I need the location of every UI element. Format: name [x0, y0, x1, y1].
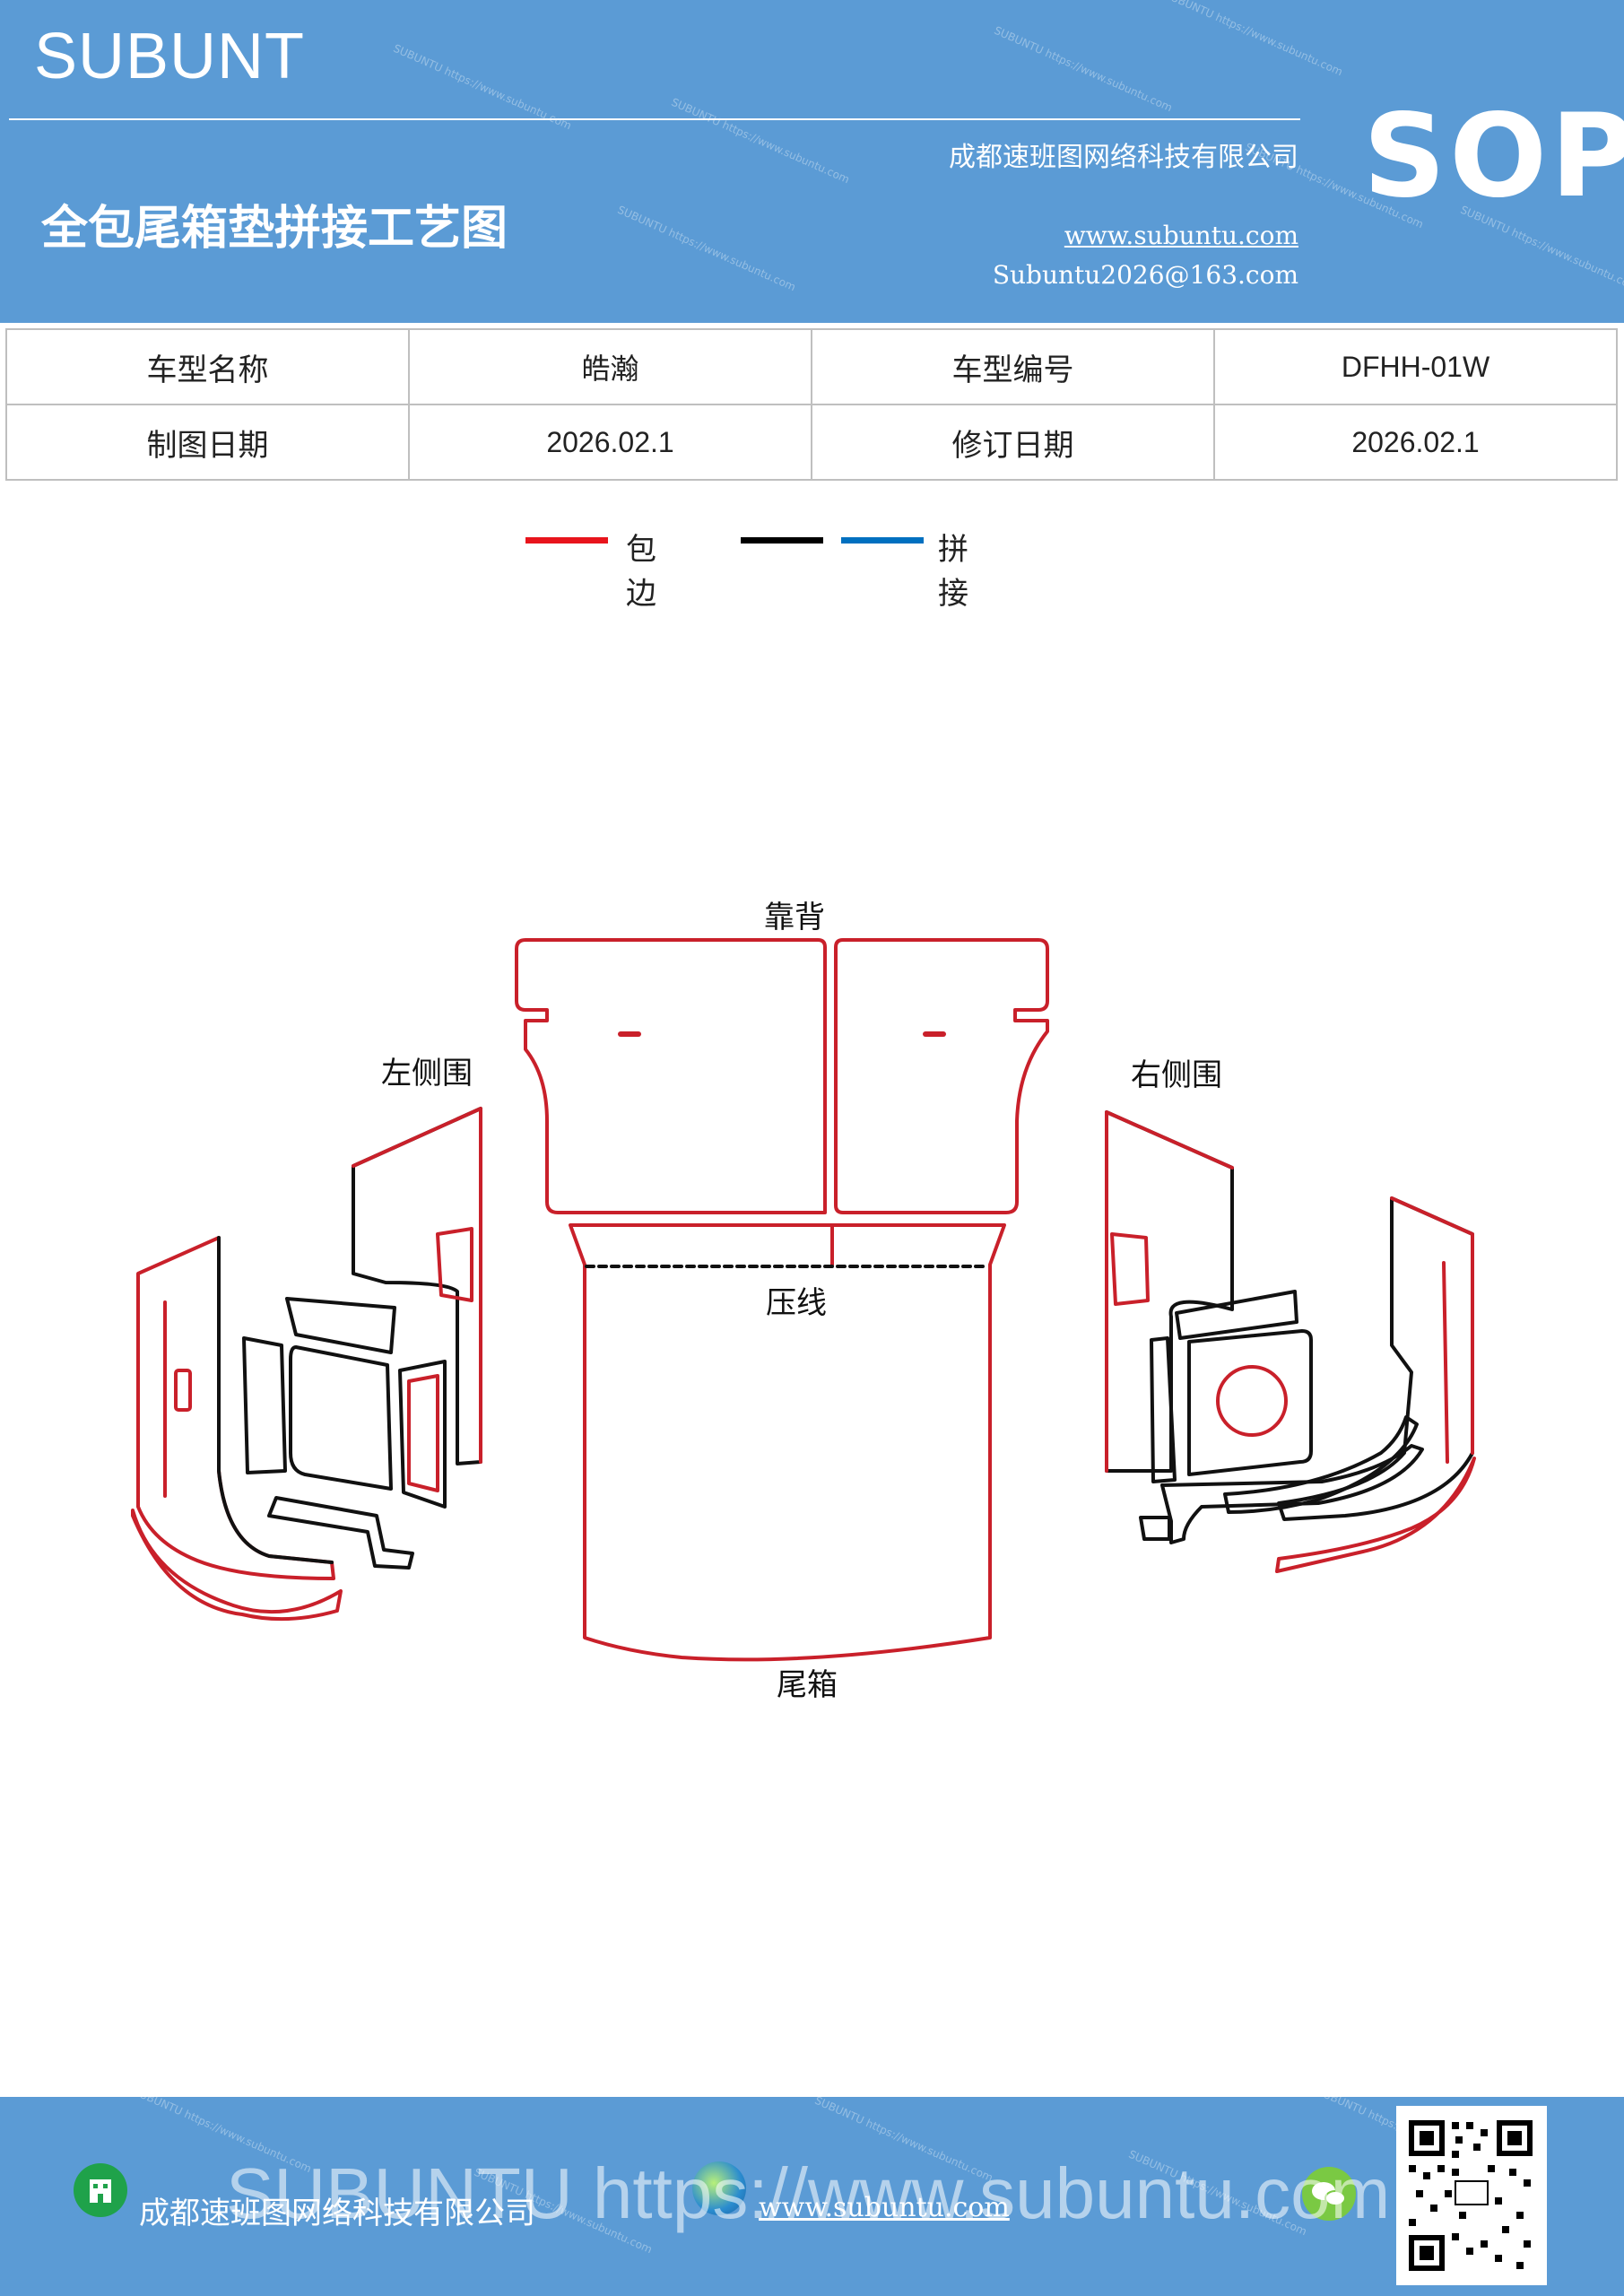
building-icon	[74, 2163, 127, 2217]
left-bottom-strip	[267, 1496, 414, 1570]
right-cushion-c	[1187, 1329, 1313, 1476]
legend-edge-swatch	[525, 537, 608, 544]
right-lower-strip	[1160, 1444, 1424, 1544]
document-title: 全包尾箱垫拼接工艺图	[41, 201, 508, 256]
left-cushion-c	[289, 1345, 393, 1491]
right-lower-foot	[1139, 1516, 1171, 1541]
email-address: Subuntu2026@163.com	[992, 260, 1298, 290]
table-row: 制图日期 2026.02.1 修订日期 2026.02.1	[5, 404, 1618, 481]
left-top-window	[436, 1227, 473, 1302]
right-top-panel-edge	[1105, 1110, 1234, 1473]
footer-company: 成都速班图网络科技有限公司	[139, 2196, 535, 2231]
footer-watermark: SUBUNTU https://www.subuntu.com	[226, 2153, 1391, 2233]
left-top-panel-edge	[352, 1107, 482, 1464]
website-link[interactable]: www.subuntu.com	[1064, 221, 1298, 250]
value-revision-date: 2026.02.1	[1213, 404, 1618, 481]
backrest-right-panel	[834, 938, 1049, 1214]
value-model-name: 皓瀚	[408, 328, 812, 405]
backrest-left-panel	[515, 938, 827, 1214]
qr-code[interactable]	[1396, 2106, 1547, 2285]
right-cushion-b	[1150, 1336, 1177, 1483]
header-banner: SUBUNTU https://www.subuntu.com SUBUNTU …	[0, 0, 1624, 323]
right-outer-strip	[1442, 1261, 1449, 1464]
label-drawing-date: 制图日期	[5, 404, 410, 481]
label-backrest: 靠背	[764, 900, 825, 935]
legend-edge-label: 包边	[626, 532, 656, 612]
left-cushion-a	[242, 1336, 287, 1474]
left-inner-window	[174, 1369, 192, 1412]
left-floor-arc	[131, 1509, 343, 1622]
right-top-window	[1110, 1232, 1150, 1306]
label-model-code: 车型编号	[811, 328, 1215, 405]
left-top-panel	[352, 1107, 482, 1465]
table-row: 车型名称 皓瀚 车型编号 DFHH-01W	[5, 328, 1618, 405]
trunk-floor-panel	[569, 1223, 1006, 1662]
brand-name: SUBUNT	[34, 21, 306, 92]
label-right-side: 右侧围	[1131, 1057, 1222, 1093]
right-arc-strip	[1223, 1415, 1419, 1514]
footer-website[interactable]: www.subuntu.com	[759, 2192, 1010, 2223]
right-cushion-a	[1175, 1290, 1298, 1340]
left-cushion-d	[398, 1360, 447, 1509]
company-name: 成都速班图网络科技有限公司	[949, 142, 1298, 173]
right-floor-arc	[1275, 1457, 1476, 1573]
label-trunk: 尾箱	[777, 1667, 838, 1703]
vehicle-info-table: 车型名称 皓瀚 车型编号 DFHH-01W 制图日期 2026.02.1 修订日…	[5, 328, 1618, 481]
left-cushion-d-edge	[407, 1374, 439, 1492]
legend-seam-label: 拼接	[938, 532, 968, 612]
right-outer-panel-edge	[1390, 1196, 1474, 1455]
left-cushion-b	[285, 1297, 396, 1354]
right-top-panel	[1105, 1110, 1234, 1473]
footer-banner: SUBUNTU https://www.subuntu.com SUBUNTU …	[0, 2097, 1624, 2296]
right-cushion-circle	[1216, 1365, 1288, 1437]
right-outer-panel	[1277, 1196, 1474, 1521]
header-divider	[9, 118, 1300, 120]
left-outer-panel-seam	[217, 1236, 334, 1564]
value-drawing-date: 2026.02.1	[408, 404, 812, 481]
label-left-side: 左侧围	[381, 1056, 473, 1091]
globe-icon	[692, 2161, 746, 2215]
legend-black-swatch	[741, 537, 823, 544]
value-model-code: DFHH-01W	[1213, 328, 1618, 405]
sop-badge: SOP	[1363, 90, 1624, 223]
label-revision-date: 修订日期	[811, 404, 1215, 481]
wechat-icon	[1302, 2167, 1356, 2221]
label-crease: 压线	[766, 1285, 827, 1321]
legend-seam-swatch	[841, 537, 924, 544]
label-model-name: 车型名称	[5, 328, 410, 405]
